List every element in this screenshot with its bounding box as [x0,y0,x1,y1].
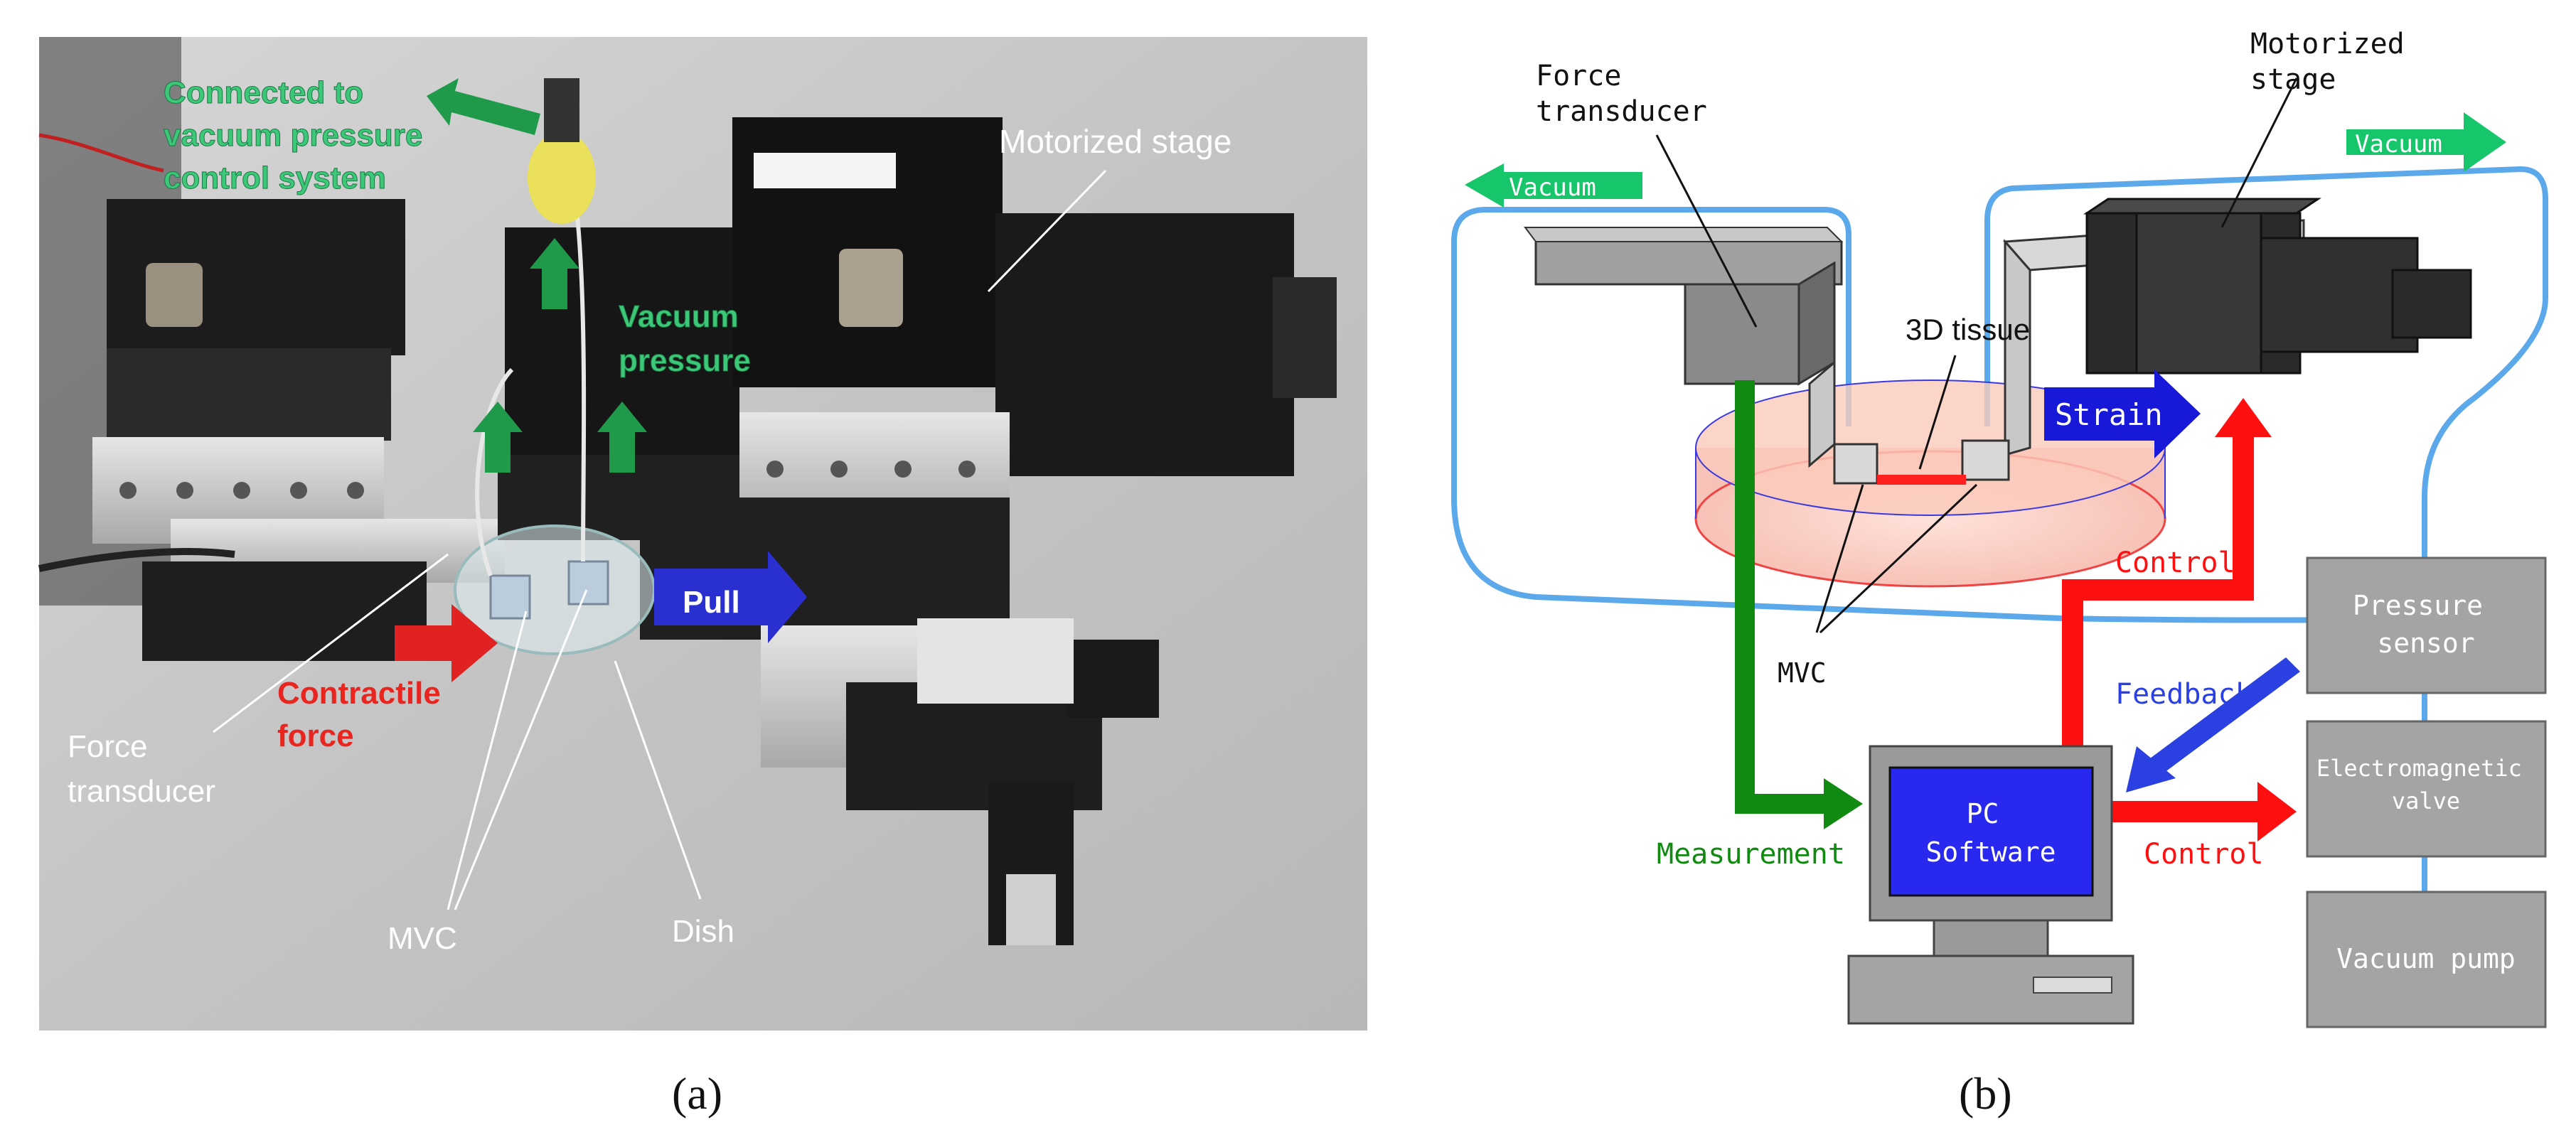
feedback-arrow [2126,657,2300,792]
vacuum-line-right [1984,166,2548,892]
photo-green-arrows [427,78,647,473]
right-arm-vertical [2004,239,2031,456]
panel-label-a: (a) [672,1068,722,1119]
mvc-right-block [1961,439,2010,481]
contractile-force-label: Contractile force [277,676,449,753]
strain-label: Strain [2055,397,2163,432]
measurement-arrow [1735,380,1863,829]
vacuum-pump-box [2306,891,2547,1028]
vacuum-tube-left [475,367,514,577]
pc-label: PC Software [1925,798,2056,868]
contractile-force-arrow [395,604,498,682]
motor-end [1273,277,1337,398]
schematic-pointer-lines [1655,77,2298,634]
control-lower-label: Control [2144,838,2264,871]
green-arrow-up-3 [597,402,647,473]
feedback-label: Feedback [2115,678,2252,711]
connected-label: Connected to vacuum pressure control sys… [164,75,432,195]
mvc-left-photo [489,574,531,620]
motorized-stage-label-sticker [754,153,896,188]
green-arrow-connected [427,78,540,135]
mvc-right-photo [567,560,609,606]
cable-left [38,133,164,173]
right-plate-screws [766,461,976,478]
pressure-sensor-label: Pressure sensor [2353,590,2499,659]
mvc-photo-label: MVC [388,921,457,956]
motorized-stage-photo-label: Motorized stage [999,123,1231,160]
vacuum-pressure-label: Vacuum pressure [619,299,751,378]
left-base [142,561,427,661]
upper-bracket [917,618,1074,704]
force-transducer-photo-label: Force transducer [68,729,215,809]
motorized-stage-schematic-label: Motorized stage [2250,28,2422,96]
cable-bottom [38,548,235,572]
measurement-label: Measurement [1657,838,1845,871]
pc-screen [1888,766,2094,897]
control-arrow-lower [2112,782,2297,841]
force-transducer-schematic-label: Force transducer [1536,60,1707,128]
pull-arrow [654,551,807,643]
vacuum-pump-label: Vacuum pump [2336,943,2516,974]
left-stage-knob [146,263,203,327]
electromagnetic-valve-box [2306,720,2547,858]
strain-arrow: Strain [2044,370,2201,458]
electromagnetic-valve-label: Electromagnetic valve [2316,755,2535,814]
vacuum-arrow-right: Vacuum [2346,112,2506,172]
mvc-left-block [1833,443,1878,485]
green-arrow-up-2 [473,402,523,473]
motorized-stage-schematic [2083,198,2472,375]
mvc-schematic-label: MVC [1778,657,1827,689]
xy-knob-shaft [1006,874,1056,945]
yellow-connector [528,131,596,224]
photo-panel: Pull Connected to vacuum pressure contro… [38,37,1367,1119]
connector-top [544,78,579,142]
motor-body [995,213,1294,476]
panel-label-b: (b) [1959,1068,2012,1119]
left-stage-rail [107,348,391,441]
vacuum-right-label: Vacuum [2355,130,2442,158]
vacuum-left-label: Vacuum [1509,173,1596,202]
dish-label: Dish [672,914,734,949]
control-upper-label: Control [2115,547,2235,579]
pull-label: Pull [683,585,740,620]
schematic-panel: PC Software Pressure sensor Electromagne… [1451,28,2548,1119]
pc-computer: PC Software [1847,745,2134,1025]
stage-knob-top [839,249,903,327]
pressure-sensor-box [2306,556,2547,694]
tissue-label: 3D tissue [1906,313,2030,346]
transducer-bar-top [1524,227,1844,242]
vacuum-arrow-left: Vacuum [1465,163,1642,208]
tissue-red [1877,475,1966,485]
left-plate-screws [119,482,364,499]
green-arrow-up-1 [530,238,579,309]
xy-knob-right [1067,640,1159,718]
photo-pointer-lines [213,169,1107,910]
